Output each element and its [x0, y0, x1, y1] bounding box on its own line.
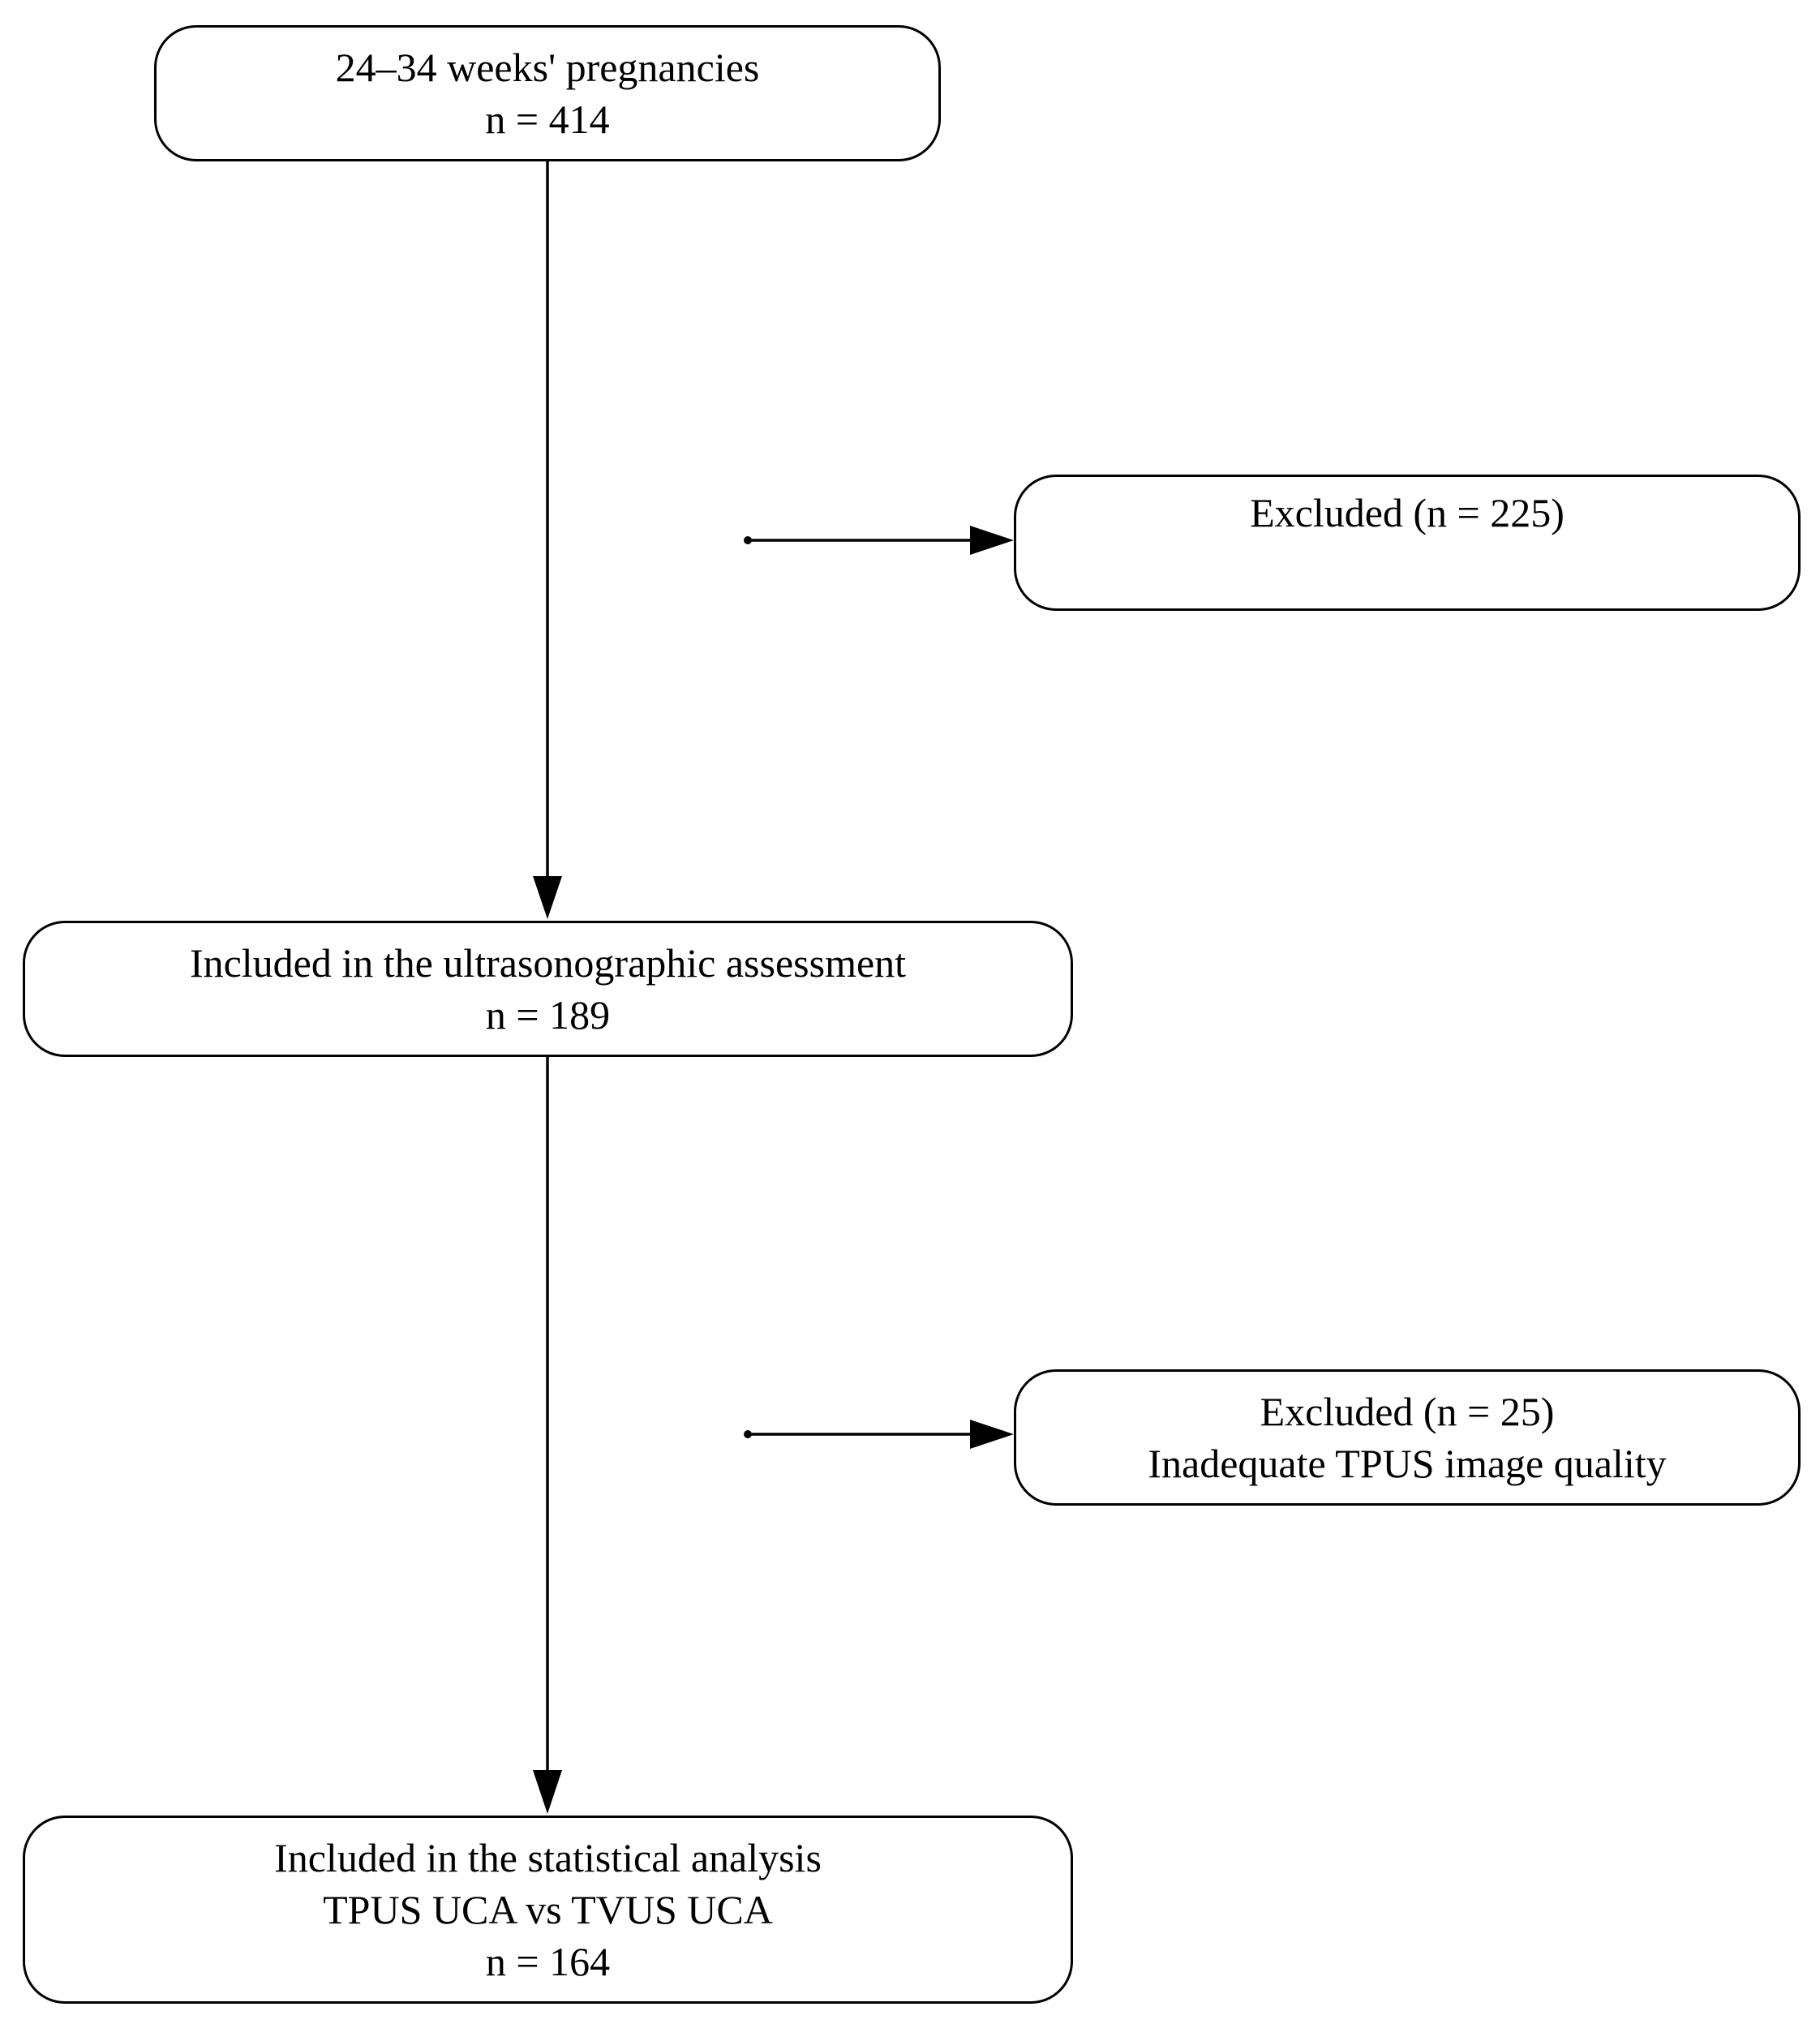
- excluded-first-label: Excluded (n = 225): [1250, 490, 1565, 535]
- enrolled-count: n = 414: [485, 97, 610, 142]
- box-enrolled-pregnancies: 24–34 weeks' pregnancies n = 414: [154, 25, 941, 161]
- arrow-start-to-assessment: [533, 161, 562, 919]
- analysis-count: n = 164: [485, 1939, 611, 1984]
- box-statistical-analysis: Included in the statistical analysis TPU…: [23, 1816, 1073, 2004]
- assessment-count: n = 189: [485, 992, 611, 1038]
- excluded-second-label: Excluded (n = 25): [1260, 1389, 1555, 1434]
- analysis-label: Included in the statistical analysis: [274, 1835, 822, 1880]
- arrow-to-excluded-2: [744, 1420, 1014, 1449]
- box-excluded-second: Excluded (n = 25) Inadequate TPUS image …: [1014, 1369, 1801, 1506]
- excluded-second-reason: Inadequate TPUS image quality: [1148, 1441, 1667, 1486]
- analysis-comparison: TPUS UCA vs TVUS UCA: [323, 1887, 773, 1932]
- enrolled-label: 24–34 weeks' pregnancies: [335, 45, 760, 90]
- assessment-label: Included in the ultrasonographic assessm…: [189, 940, 907, 986]
- arrow-assessment-to-analysis: [533, 1057, 562, 1814]
- box-excluded-first: Excluded (n = 225): [1014, 475, 1801, 611]
- box-ultrasonographic-assessment: Included in the ultrasonographic assessm…: [23, 921, 1073, 1057]
- arrow-to-excluded-1: [744, 526, 1014, 555]
